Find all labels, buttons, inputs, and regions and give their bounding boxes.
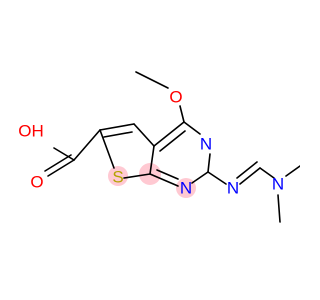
bond-n1-c7a-inner: [156, 169, 179, 180]
bonds: [44, 71, 300, 223]
bond-c2-c3-inner: [103, 131, 133, 138]
molecule-drawing: OH O S O N N N N: [18, 71, 300, 223]
molecule-structure: OH O S O N N N N: [18, 71, 300, 223]
atom-label-n-imine: N: [227, 179, 239, 198]
bond-c2-s: [99, 129, 115, 169]
bond-c3-c3a: [133, 123, 155, 147]
bond-c3a-c7a: [149, 145, 155, 175]
bond-o-ch3: [135, 71, 169, 89]
bond-c2-nimine: [207, 171, 227, 185]
bond-c-o-double-a: [47, 159, 75, 177]
bond-n3-c2: [207, 153, 211, 173]
bond-c4-n3: [183, 121, 201, 135]
atom-label-methoxy-o: O: [169, 88, 182, 107]
atom-label-n-amine: N: [272, 175, 284, 194]
bond-n-ch-double-a: [239, 167, 261, 185]
atom-labels: OH O S O N N N N: [18, 88, 284, 198]
bond-c-c2: [73, 129, 101, 161]
bond-n1-c7a: [149, 173, 179, 187]
bond-c3a-c4: [153, 121, 185, 147]
bond-ch-namine: [259, 167, 275, 179]
atom-label-carbonyl-o: O: [30, 173, 43, 192]
bond-c2-n1: [191, 171, 209, 184]
bond-s-c7a: [123, 173, 151, 179]
bond-c-o-double-b: [44, 154, 72, 172]
bond-n-me1: [285, 165, 300, 177]
aromatic-highlight: [108, 163, 196, 198]
bond-n-ch-double-b: [236, 161, 258, 179]
atom-label-oh: OH: [18, 122, 44, 141]
atom-label-s: S: [112, 168, 123, 187]
atom-label-n1: N: [180, 179, 192, 198]
bond-c2-c3: [99, 123, 135, 131]
bond-n-me2: [277, 194, 281, 223]
bond-c3a-c4-inner: [159, 130, 186, 152]
atom-label-n3: N: [200, 135, 212, 154]
bond-c-oh: [53, 147, 75, 161]
bond-c4-o: [179, 105, 185, 123]
